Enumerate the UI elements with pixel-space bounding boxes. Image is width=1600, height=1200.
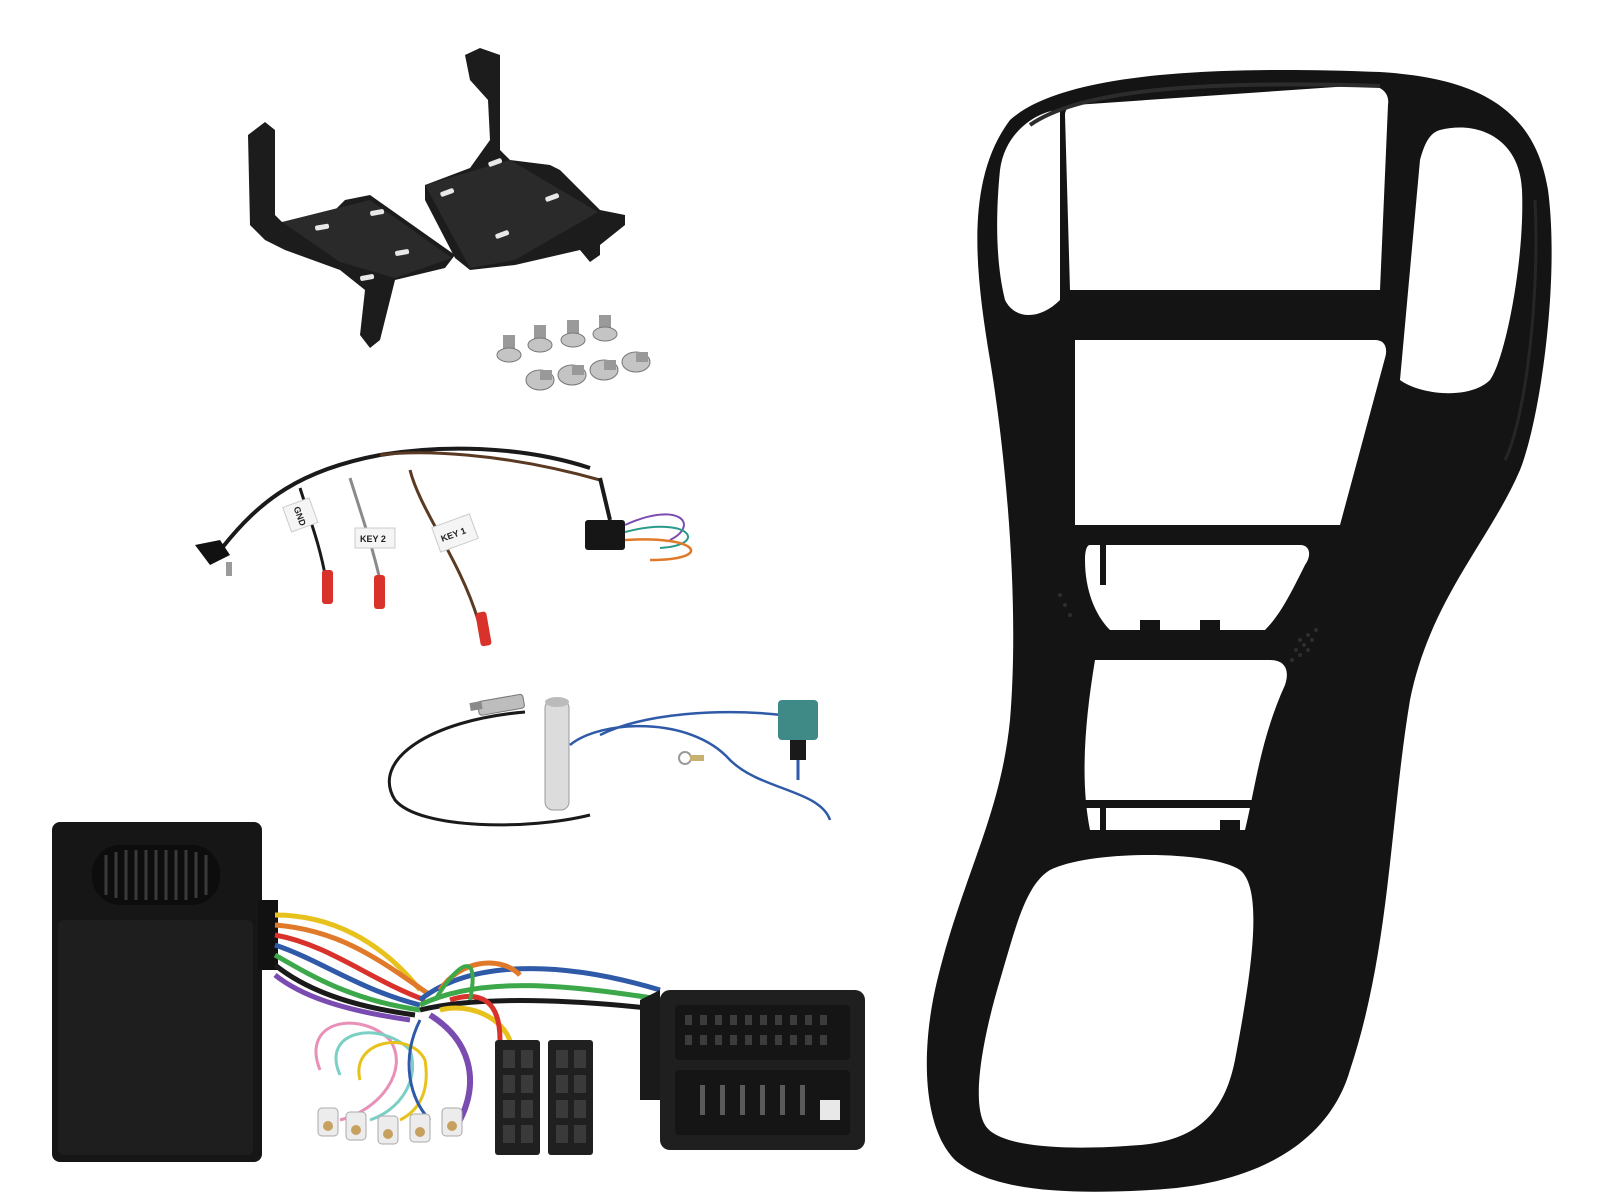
key1-tag: KEY 1 [431,513,479,553]
key2-tag: KEY 2 [354,527,396,549]
screw [527,325,553,353]
steering-control-patch-lead: GND KEY 2 KEY 1 [195,446,693,647]
screw [496,335,522,363]
fakra-connector [778,700,818,780]
screw [557,364,587,386]
din-plug [469,693,525,716]
left-bracket [248,122,455,348]
vehicle-connector [640,990,865,1150]
screw [525,369,555,391]
jack-plug [195,540,232,576]
small-terminals [317,1107,463,1145]
wiring-harness [273,912,865,1155]
gnd-tag: GND [282,497,319,533]
steering-control-interface [52,822,278,1162]
screw [560,320,586,348]
filter-cylinder [544,697,570,811]
screws [496,315,651,391]
red-connectors [322,570,492,647]
vent-grille [92,845,220,905]
multi-pin-connector [585,477,693,562]
screw [592,315,618,342]
mounting-brackets [248,48,625,348]
ring-terminal [678,751,704,765]
double-din-fascia [926,69,1552,1192]
iso-plug-left [495,1040,540,1155]
din-clips [1080,300,1370,333]
screw [589,359,619,381]
right-bracket [425,48,625,270]
antenna-adapter [387,693,832,827]
iso-plug-right [548,1040,593,1155]
key2-label: KEY 2 [360,534,386,544]
speaker-texture [1058,593,1318,662]
screw [621,351,651,373]
